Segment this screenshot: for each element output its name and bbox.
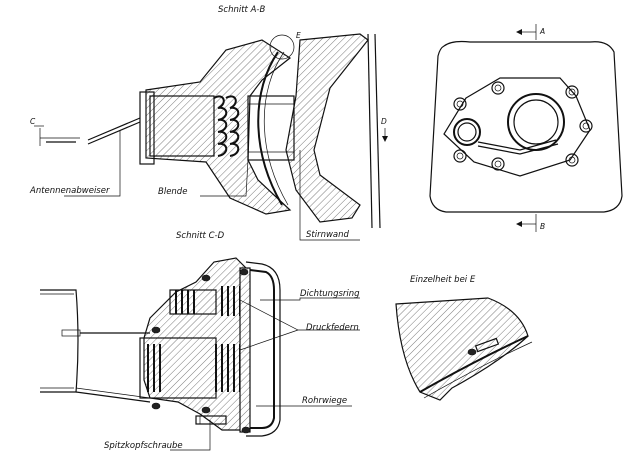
label-blende: Blende bbox=[158, 187, 187, 197]
stirnwand-plate bbox=[285, 33, 369, 223]
section-ab-view: E C D Antennenabweiser Blende Stirnwand bbox=[29, 31, 388, 241]
sealing-frame bbox=[245, 261, 281, 437]
main-bore-inner bbox=[513, 99, 559, 145]
spring-coils bbox=[213, 95, 240, 157]
marker-d: D bbox=[381, 117, 387, 126]
plate-outline bbox=[429, 40, 623, 213]
detail-e-circle bbox=[269, 34, 295, 60]
label-druckfedern: Druckfedern bbox=[306, 323, 359, 333]
title-detail-e: Einzelheit bei E bbox=[410, 275, 476, 285]
spitzkopfschraube-bolt bbox=[195, 415, 227, 425]
marker-b: B bbox=[540, 222, 545, 231]
label-antennenabweiser: Antennenabweiser bbox=[29, 186, 110, 196]
housing-bore bbox=[149, 95, 215, 157]
label-rohrwiege: Rohrwiege bbox=[302, 396, 347, 406]
leader-blende bbox=[200, 159, 249, 197]
main-bore bbox=[507, 93, 565, 151]
title-section-cd: Schnitt C-D bbox=[176, 231, 225, 241]
top-view: A B bbox=[429, 24, 623, 232]
title-section-ab: Schnitt A-B bbox=[218, 5, 265, 15]
leader-antennenabweiser bbox=[64, 130, 121, 197]
inner-tube bbox=[247, 95, 295, 161]
bolt-holes bbox=[453, 81, 593, 171]
label-dichtungsring: Dichtungsring bbox=[300, 289, 360, 299]
small-bore bbox=[453, 118, 481, 146]
marker-a: A bbox=[539, 27, 545, 36]
bracket bbox=[477, 139, 557, 151]
pipe-flange bbox=[139, 91, 155, 165]
detail-e-section bbox=[395, 297, 529, 401]
fasteners bbox=[151, 268, 251, 434]
wall-line bbox=[367, 33, 373, 229]
detail-e-screw bbox=[474, 337, 500, 353]
detail-e-seal-line bbox=[419, 335, 529, 393]
wall-line-2 bbox=[374, 33, 381, 229]
label-stirnwand: Stirnwand bbox=[306, 230, 350, 240]
leader-dichtungsring bbox=[260, 297, 360, 301]
section-cd-view: Dichtungsring Druckfedern Rohrwiege Spit… bbox=[40, 257, 360, 451]
marker-c: C bbox=[30, 117, 36, 126]
rod-end bbox=[61, 329, 81, 337]
leader-spitzkopfschraube bbox=[170, 420, 211, 451]
druckfedern-coils bbox=[147, 286, 241, 392]
seal-curve bbox=[257, 51, 283, 206]
flange-outline bbox=[443, 77, 591, 177]
leader-stirnwand bbox=[299, 150, 360, 241]
marker-e: E bbox=[296, 31, 301, 40]
detail-e-view bbox=[395, 297, 533, 401]
antenna-tube bbox=[40, 289, 79, 393]
label-spitzkopfschraube: Spitzkopfschraube bbox=[104, 441, 183, 451]
antennenabweiser-wire bbox=[87, 117, 141, 141]
